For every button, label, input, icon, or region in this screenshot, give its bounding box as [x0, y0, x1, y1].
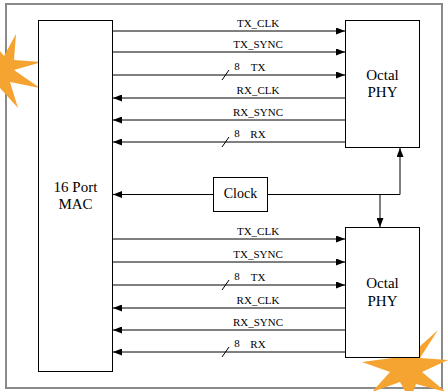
clock-wire	[268, 195, 380, 228]
signal-name: RX_SYNC	[233, 317, 283, 328]
box-label: Octal PHY	[357, 67, 409, 102]
signal-wire	[113, 31, 345, 32]
signal-wire	[113, 120, 345, 121]
bus-width: 8	[234, 61, 240, 72]
signal-wire	[113, 330, 345, 331]
clock-box: Clock	[213, 177, 268, 212]
process-box: Octal PHY	[345, 227, 420, 358]
signal-wire	[113, 352, 345, 353]
signal-wire	[113, 239, 345, 240]
signal-wire	[113, 308, 345, 309]
process-box: Octal PHY	[345, 20, 420, 148]
signal-wire	[113, 142, 345, 143]
signal-name: RX_SYNC	[233, 107, 283, 118]
signal-name: TX_CLK	[237, 18, 279, 29]
signal-name: RX	[250, 129, 265, 140]
signal-wire	[113, 75, 345, 76]
bus-width: 8	[234, 271, 240, 282]
bus-width: 8	[234, 338, 240, 349]
signal-name: TX_SYNC	[233, 39, 283, 50]
signal-name: TX_SYNC	[233, 249, 283, 260]
clock-wire	[113, 194, 213, 195]
signal-name: RX_CLK	[237, 295, 280, 306]
signal-name: TX	[251, 62, 266, 73]
signal-name: TX_CLK	[237, 226, 279, 237]
signal-name: RX	[250, 339, 265, 350]
signal-wire	[113, 98, 345, 99]
box-label: 16 Port MAC	[46, 179, 106, 214]
signal-wire	[113, 52, 345, 53]
bus-width: 8	[234, 128, 240, 139]
star-burst	[0, 34, 42, 110]
signal-wire	[113, 262, 345, 263]
frame	[6, 4, 442, 388]
box-label: Clock	[224, 186, 257, 202]
process-box: 16 Port MAC	[38, 20, 113, 372]
signal-name: RX_CLK	[237, 85, 280, 96]
signal-name: TX	[251, 272, 266, 283]
box-label: Octal PHY	[357, 275, 409, 310]
signal-wire	[113, 285, 345, 286]
clock-wire	[268, 148, 400, 195]
